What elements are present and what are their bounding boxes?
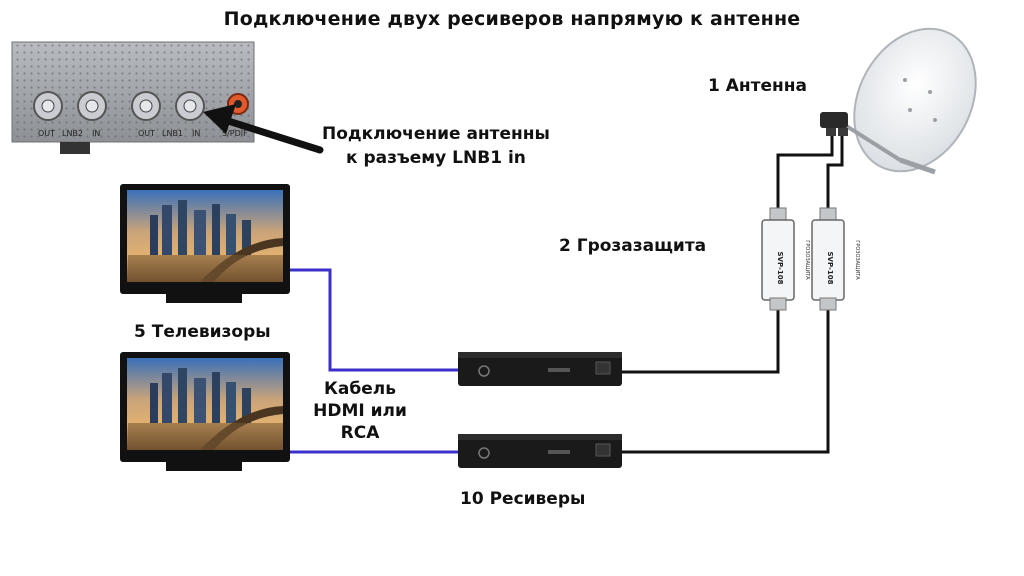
pointer-arrow [203,104,324,154]
surge-device-text-1: ГРОЗОЗАЩИТА [804,240,810,280]
coax-cable-receiver-2 [620,300,830,454]
diagram-title: Подключение двух ресиверов напрямую к ан… [223,8,801,30]
port-label-spdif: S/PDIF [222,129,248,138]
surge-protector-1: ГРОЗОЗАЩИТА SVP-108 [761,207,810,311]
surge-device-text-2: ГРОЗОЗАЩИТА [854,240,860,280]
label-antenna: 1 Антенна [708,76,807,96]
connector-out-2 [131,91,161,121]
label-connect-line2: к разъему LNB1 in [346,148,526,168]
connector-lnb2-in [77,91,107,121]
port-label-in-2: IN [192,129,200,138]
hdmi-cables [288,268,462,454]
label-surge-protection: 2 Грозазащита [559,236,707,256]
port-label-out-2: OUT [138,129,155,138]
label-connect-line1: Подключение антенны [322,124,550,144]
receiver-2 [458,434,622,468]
surge-protector-2: ГРОЗОЗАЩИТА SVP-108 [811,207,860,311]
port-label-lnb1: LNB1 [162,129,183,138]
connector-spdif [227,93,249,115]
port-label-in-1: IN [92,129,100,138]
label-cable-line1: Кабель [324,379,396,399]
label-receivers: 10 Ресиверы [460,489,586,509]
coax-cables [620,126,844,454]
tv-2 [120,352,290,471]
label-cable: Кабель HDMI или RCA [300,378,420,444]
connector-out-1 [33,91,63,121]
connector-lnb1-in [175,91,205,121]
port-label-out-1: OUT [38,129,55,138]
port-label-lnb2: LNB2 [62,129,83,138]
surge-device-model-2: SVP-108 [826,252,834,285]
label-tvs: 5 Телевизоры [134,322,271,342]
surge-device-model-1: SVP-108 [776,252,784,285]
label-cable-line3: RCA [340,423,380,443]
lnb-converter [820,112,848,136]
receiver-rear-panel: OUT LNB2 IN OUT LNB1 IN S/PDIF [11,41,255,154]
receiver-1 [458,352,622,386]
tv-1 [120,184,290,303]
hdmi-cable-1 [288,268,462,372]
coax-cable-receiver-1 [620,300,780,374]
label-cable-line2: HDMI или [313,401,407,421]
label-connect-antenna: Подключение антенны к разъему LNB1 in [322,122,550,170]
coax-cable-lnb-2 [826,130,844,220]
coax-cable-lnb-1 [776,126,834,220]
satellite-dish [820,27,977,175]
